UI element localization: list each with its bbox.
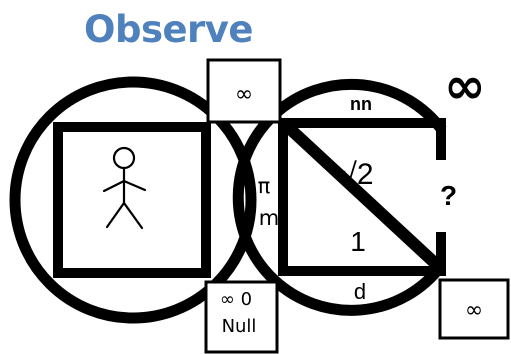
diagonal-line [283, 122, 443, 271]
null-box-line1: ∞ 0 [220, 289, 252, 310]
top-box-symbol: ∞ [235, 82, 253, 107]
bottom-infinity-box [438, 278, 510, 340]
label-d: d [354, 279, 366, 304]
stick-figure-leg-right [122, 201, 144, 230]
right-circle-group [232, 78, 447, 316]
label-pi: π [258, 174, 271, 198]
stick-figure-leg-left [105, 201, 126, 229]
left-circle [9, 76, 257, 324]
stick-figure-arm-right [122, 179, 147, 192]
left-square [53, 122, 211, 278]
null-box-line2: Null [222, 316, 257, 337]
stick-figure-icon [102, 146, 147, 230]
stick-figure-head [112, 146, 136, 170]
bottom-box-symbol: ∞ [465, 298, 483, 323]
infinity-symbol: ∞ [444, 57, 486, 115]
stick-figure-arm-left [102, 179, 126, 193]
question-mark: ? [440, 180, 458, 211]
left-circle-group [9, 76, 257, 324]
title: Observe [84, 8, 254, 51]
right-circle [232, 78, 447, 316]
label-m: m [259, 206, 279, 230]
label-nn: nn [350, 94, 372, 114]
label-sqrt2: √2 [340, 158, 373, 191]
label-one: 1 [350, 226, 366, 257]
null-box [204, 280, 279, 354]
top-infinity-box [206, 58, 282, 124]
